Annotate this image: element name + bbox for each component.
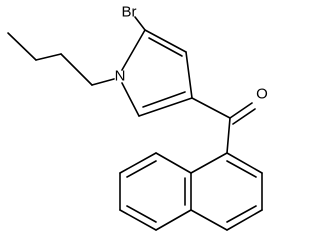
naph-bond-7-inner: [126, 160, 157, 178]
atom-label-nitrogen: N: [115, 68, 126, 85]
bond-c3-carbonyl: [191, 97, 231, 119]
naphthalene-ring: [119, 152, 263, 231]
bond-ch2-ch3: [7, 32, 37, 61]
naph-bond-9: [119, 209, 157, 231]
bond-c5-c4: [144, 29, 187, 53]
bond-c-o-double: [232, 108, 256, 125]
bond-ch2-ch2b: [35, 53, 62, 61]
bond-n1-ch2: [91, 78, 115, 86]
chemical-structure-diagram: Br N O: [7, 4, 268, 231]
bond-c5-c4-inner: [148, 37, 183, 57]
naph-bond-9-inner: [126, 205, 157, 223]
bond-c-o: [229, 102, 253, 119]
naph-bond-1-inner: [226, 160, 257, 178]
bond-carbonyl-naphthyl: [226, 117, 231, 154]
naph-bond-10: [155, 209, 192, 231]
naph-bond-7: [119, 152, 157, 174]
bond-c4-c3: [185, 51, 193, 99]
atom-label-bromine: Br: [122, 4, 137, 21]
butyl-chain: [7, 32, 115, 86]
bond-n1-c5: [121, 29, 146, 71]
bond-c3-c2-inner: [142, 91, 186, 108]
pyrrole-ring: [121, 29, 193, 117]
naph-bond-3-inner: [226, 205, 257, 223]
naph-bond-6: [155, 152, 192, 174]
atom-label-oxygen: O: [256, 86, 268, 103]
naph-bond-1: [226, 152, 263, 174]
bond-ch2-ch2: [60, 53, 93, 86]
naph-bond-5: [190, 152, 228, 174]
bond-c5-br: [134, 16, 146, 31]
bond-c3-c2: [138, 97, 193, 117]
naph-bond-4: [190, 209, 228, 231]
bond-c2-n1: [121, 82, 140, 117]
carbonyl-group: [191, 97, 256, 154]
naph-bond-3: [226, 209, 263, 231]
